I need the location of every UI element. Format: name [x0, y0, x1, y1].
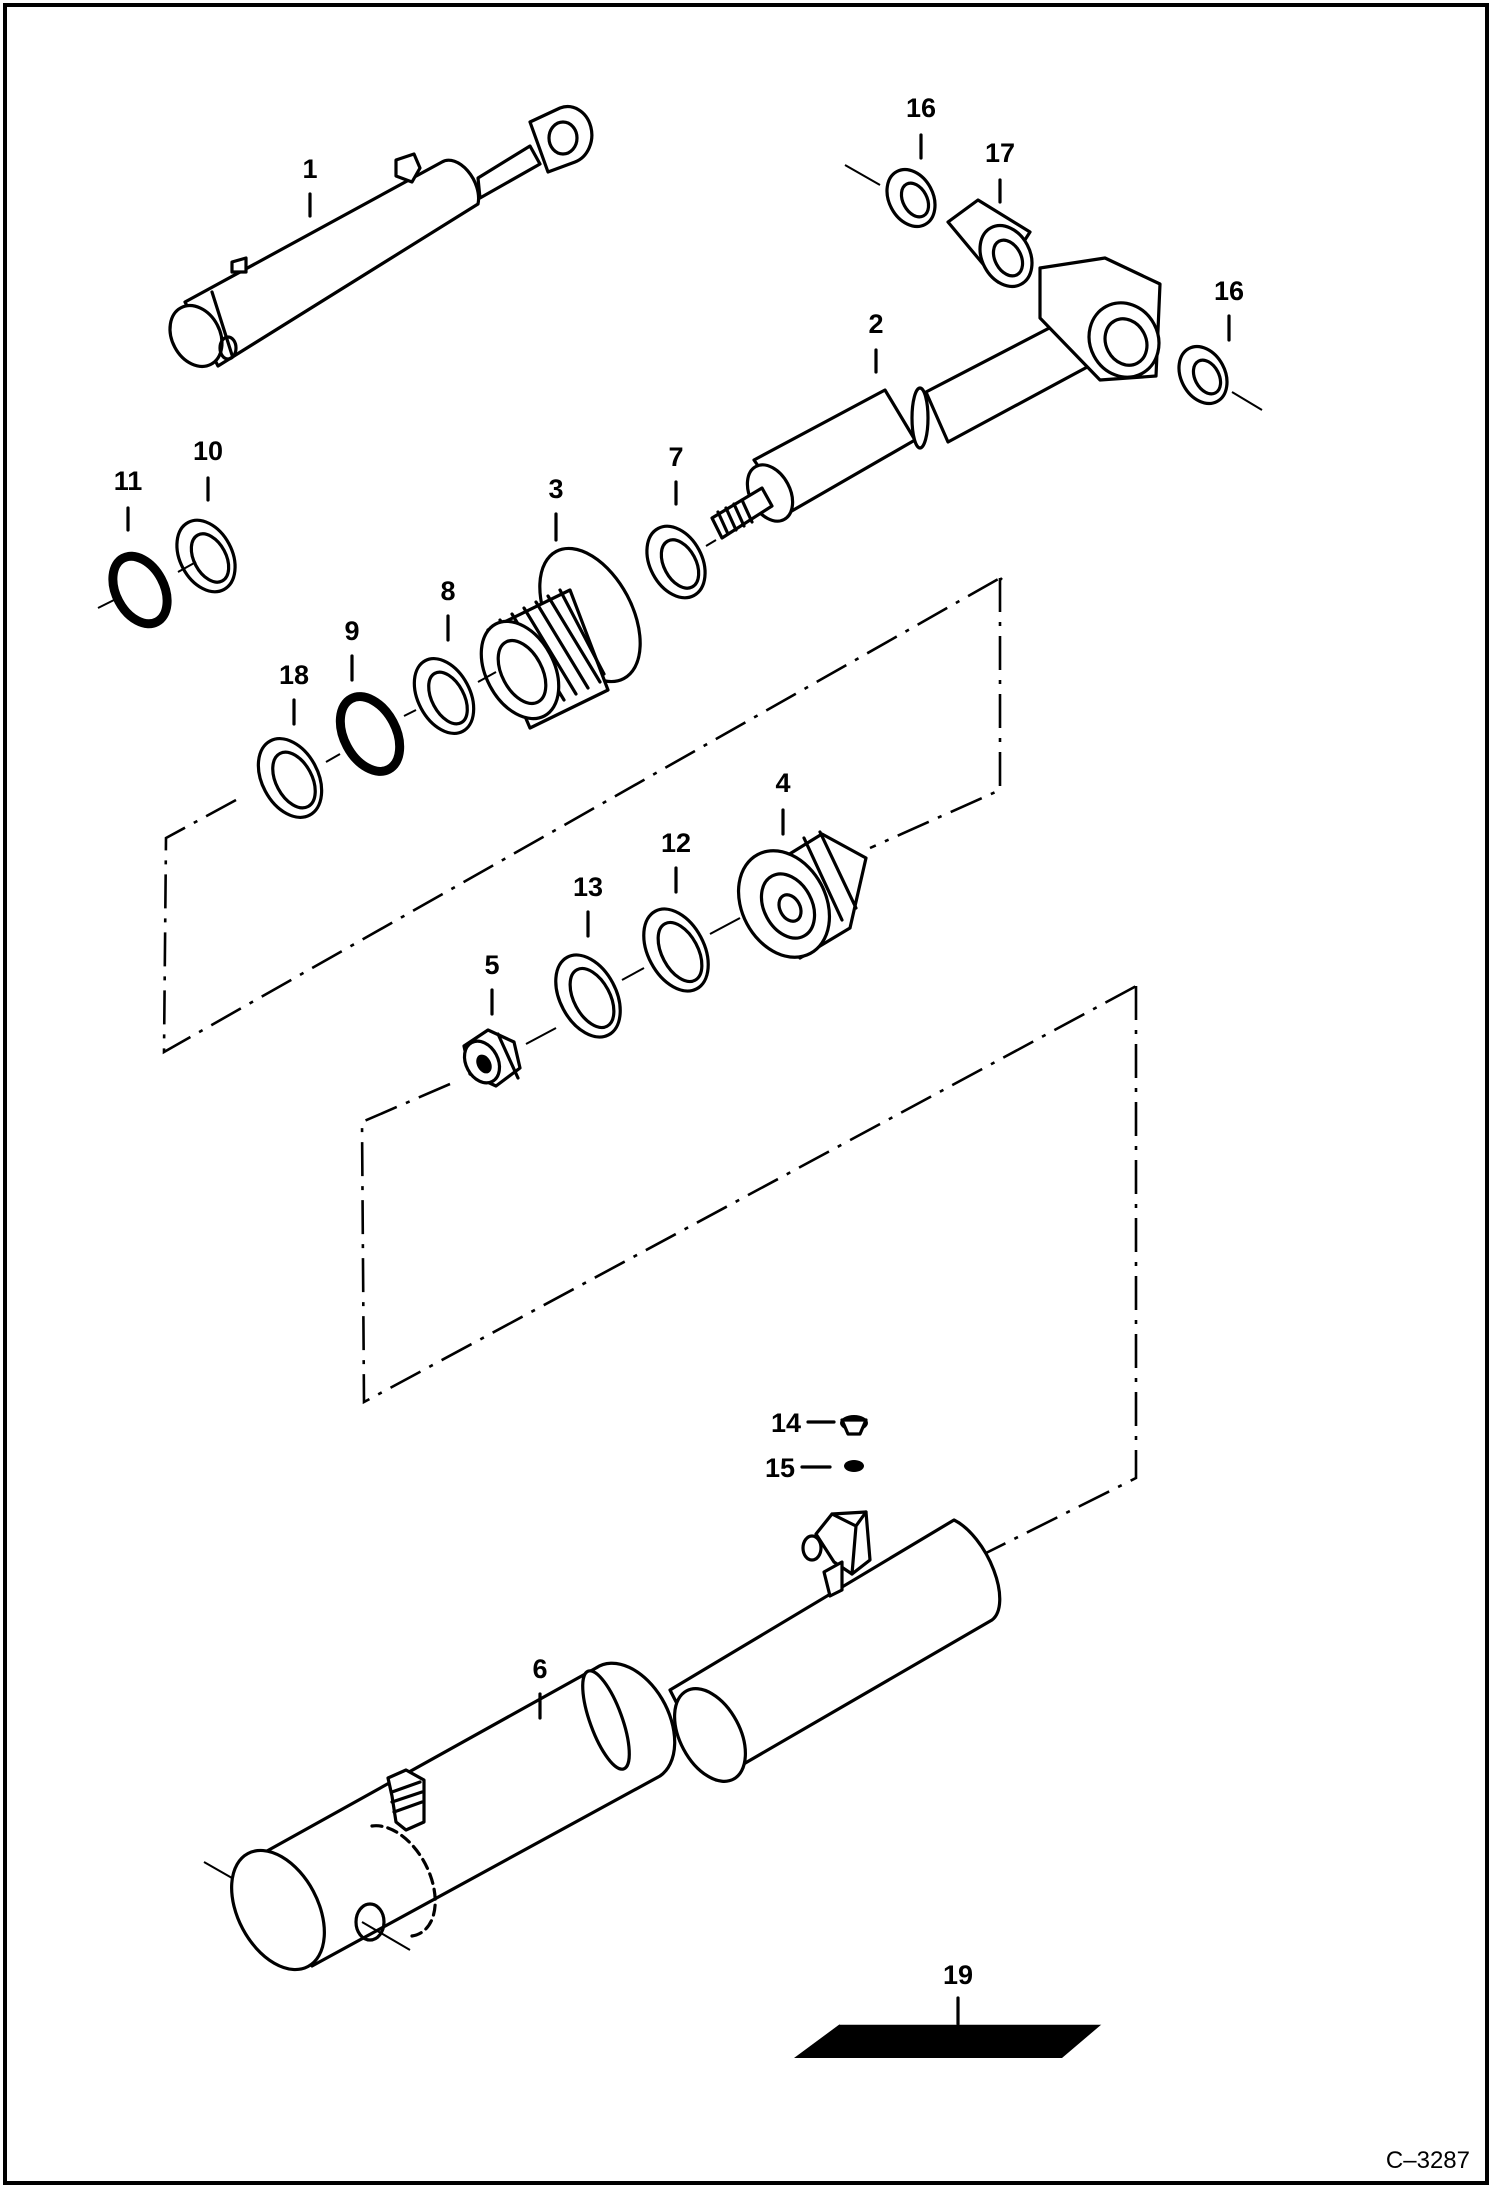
callout-7: 7 — [668, 442, 683, 472]
axis-line — [621, 967, 645, 981]
part-7-wiper-seal — [645, 524, 707, 600]
callout-3: 3 — [548, 474, 563, 504]
callout-6: 6 — [532, 1654, 547, 1684]
part-14-plug — [840, 1415, 868, 1436]
axis-line — [709, 917, 741, 935]
callout-16-lower: 16 — [1214, 276, 1244, 306]
callout-19: 19 — [943, 1960, 973, 1990]
part-16-upper-washer — [885, 167, 937, 229]
axis-line — [177, 561, 197, 573]
part-8-rod-seal — [412, 657, 476, 735]
part-6-barrel — [230, 1510, 1002, 1972]
part-3-gland — [479, 546, 642, 730]
axis-line — [844, 164, 881, 186]
assembly-path-lower — [360, 982, 1141, 1405]
axis-line — [203, 1861, 233, 1879]
callout-12: 12 — [661, 828, 691, 858]
part-11-o-ring — [108, 551, 172, 629]
assembly-path-upper-right — [869, 578, 1002, 850]
part-10-backup-ring — [175, 518, 237, 594]
axis-line — [525, 1027, 557, 1045]
axis-line — [97, 599, 115, 609]
diagram-frame — [3, 3, 1489, 2185]
callout-8: 8 — [440, 576, 455, 606]
callout-2: 2 — [868, 309, 883, 339]
axis-line — [325, 753, 341, 763]
callout-17: 17 — [985, 138, 1015, 168]
callout-15: 15 — [765, 1453, 795, 1483]
part-2-piston-rod — [710, 256, 1162, 540]
callout-1: 1 — [302, 154, 317, 184]
callout-11: 11 — [114, 466, 143, 496]
part-12-wear-ring — [642, 907, 710, 993]
callout-13: 13 — [573, 872, 603, 902]
callout-4: 4 — [775, 768, 790, 798]
axis-line — [403, 709, 417, 717]
axis-line — [705, 539, 717, 547]
axis-line — [1231, 391, 1263, 411]
part-4-piston — [736, 830, 868, 960]
callout-14: 14 — [771, 1408, 801, 1438]
axis-line — [361, 1921, 411, 1951]
axis-line — [477, 671, 497, 683]
part-13-piston-seal — [554, 953, 622, 1039]
callout-10: 10 — [193, 436, 223, 466]
callout-16-upper: 16 — [906, 93, 936, 123]
part-9-o-ring — [335, 692, 405, 776]
callout-5: 5 — [484, 950, 499, 980]
part-17-bushing — [946, 198, 1034, 289]
callout-9: 9 — [344, 616, 359, 646]
callout-18: 18 — [279, 660, 309, 690]
part-15-o-ring — [844, 1460, 864, 1472]
part-1-cylinder-assembly — [168, 105, 594, 369]
part-16-lower-washer — [1177, 344, 1229, 406]
part-19-seal-kit — [794, 2023, 1103, 2058]
assembly-path-lower-right — [979, 986, 1138, 1558]
part-18-backup-ring — [256, 737, 324, 819]
part-5-nut — [462, 1028, 522, 1088]
figure-id: C–3287 — [1386, 2147, 1470, 2174]
